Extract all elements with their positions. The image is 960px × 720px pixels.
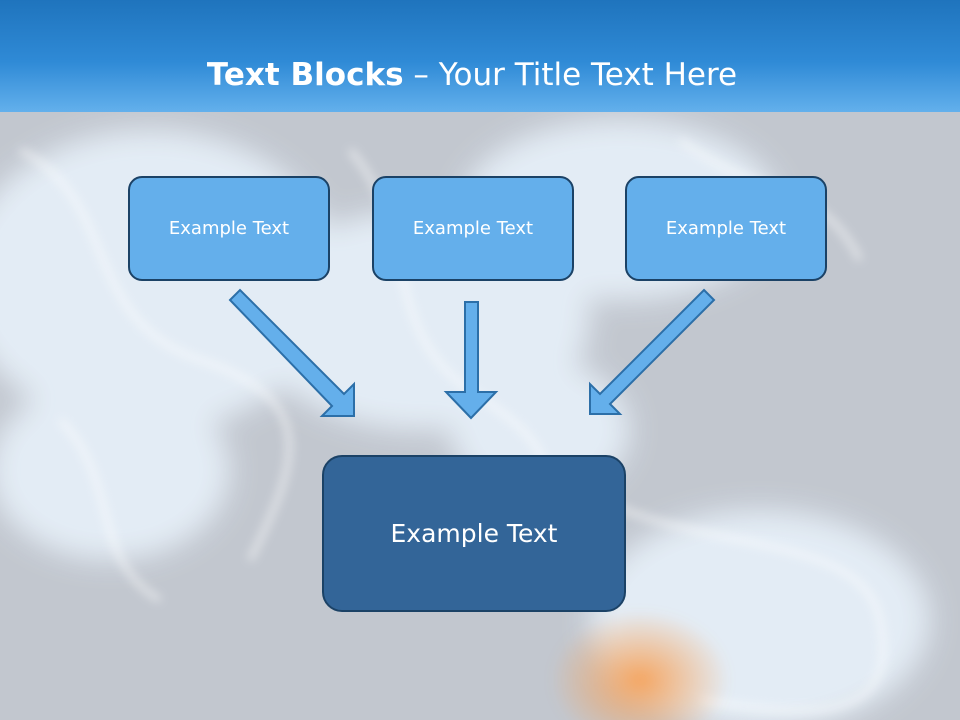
text-block-right[interactable]: Example Text: [625, 176, 827, 281]
slide-title: Text Blocks – Your Title Text Here: [0, 54, 944, 96]
text-block-center-label: Example Text: [412, 218, 534, 239]
text-block-left[interactable]: Example Text: [128, 176, 330, 281]
title-rest: Your Title Text Here: [438, 57, 738, 93]
title-dash: –: [403, 57, 439, 93]
text-block-bottom-label: Example Text: [390, 519, 558, 548]
text-block-center[interactable]: Example Text: [372, 176, 574, 281]
text-block-right-label: Example Text: [665, 218, 787, 239]
title-bar: [0, 0, 960, 112]
text-block-left-label: Example Text: [168, 218, 290, 239]
title-bold: Text Blocks: [206, 57, 404, 93]
text-block-bottom[interactable]: Example Text: [322, 455, 626, 612]
